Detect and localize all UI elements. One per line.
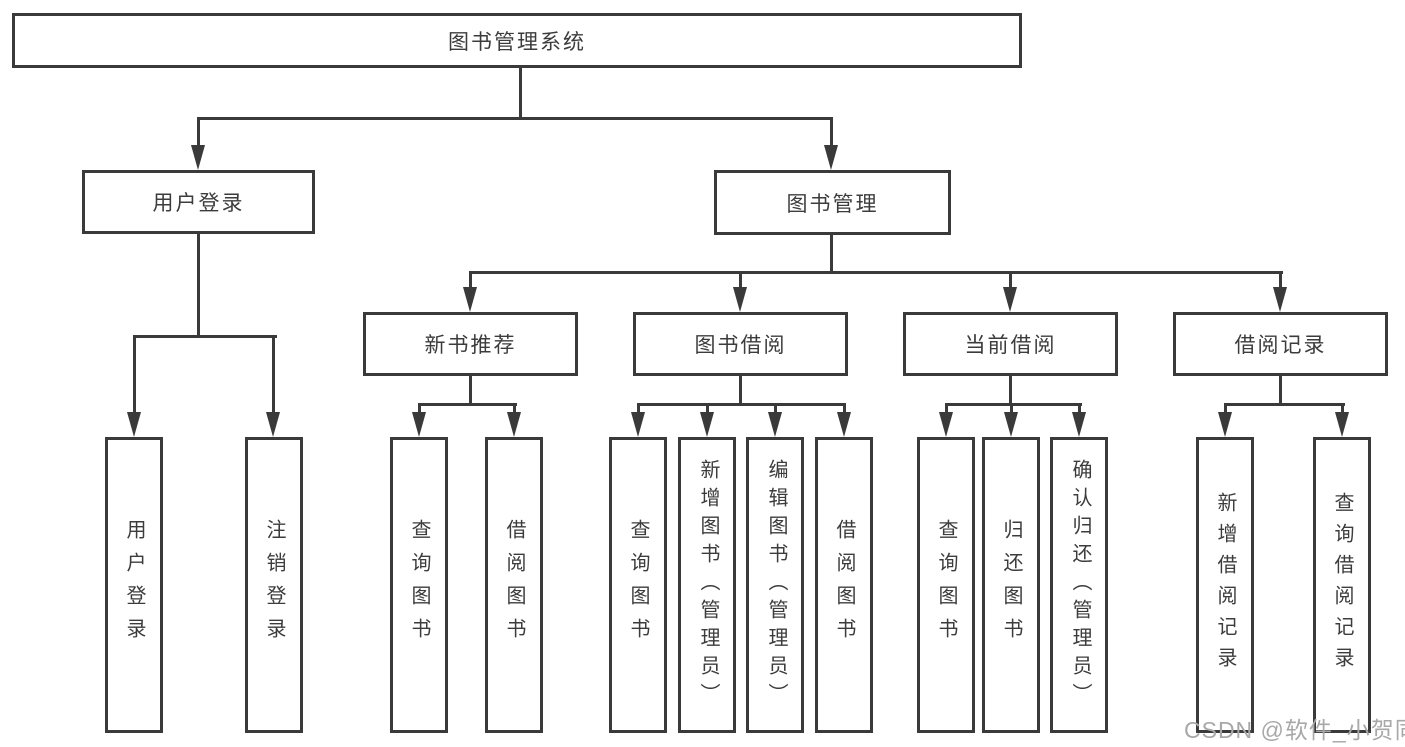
connector-arrowhead: [463, 287, 477, 312]
connector-line: [197, 117, 200, 148]
connector-line: [637, 403, 846, 406]
node-book-borrowing-label: 图书借阅: [694, 334, 787, 357]
leaf-confirm-return-admin: 确认归还（管理员）: [1050, 437, 1108, 733]
connector-arrowhead: [1072, 412, 1086, 437]
node-book-management-label: 图书管理: [786, 192, 879, 216]
connector-line: [1224, 403, 1345, 406]
connector-arrowhead: [1273, 287, 1287, 312]
connector-line: [1224, 403, 1227, 415]
connector-line: [739, 271, 742, 290]
node-user-login-label: 用户登录: [152, 192, 245, 215]
connector-arrowhead: [1003, 287, 1017, 312]
connector-line: [706, 403, 709, 415]
connector-line: [945, 403, 1082, 406]
connector-line: [272, 335, 275, 414]
node-library-system: 图书管理系统: [12, 13, 1022, 68]
connector-line: [1010, 403, 1013, 415]
leaf-edit-books-admin: 编辑图书（管理员）: [746, 437, 804, 733]
node-book-borrowing: 图书借阅: [633, 312, 848, 376]
connector-line: [1009, 374, 1012, 405]
connector-line: [843, 403, 846, 415]
connector-arrowhead: [733, 287, 747, 312]
connector-line: [1009, 271, 1012, 290]
connector-line: [637, 403, 640, 415]
leaf-return-books: 归还图书: [982, 437, 1040, 733]
connector-line: [1279, 374, 1282, 405]
node-new-book-recommendation: 新书推荐: [363, 312, 578, 376]
connector-arrowhead: [824, 145, 838, 170]
leaf-add-books-admin: 新增图书（管理员）: [678, 437, 736, 733]
leaf-user-login: 用户登录: [105, 437, 163, 733]
connector-arrowhead: [412, 412, 426, 437]
leaf-query-books-recommend: 查询图书: [390, 437, 448, 733]
leaf-borrow-books: 借阅图书: [815, 437, 873, 733]
connector-line: [197, 232, 200, 337]
leaf-query-books-borrow: 查询图书: [609, 437, 667, 733]
connector-arrowhead: [1218, 412, 1232, 437]
connector-arrowhead: [700, 412, 714, 437]
connector-line: [418, 403, 421, 415]
connector-arrowhead: [127, 412, 141, 437]
connector-arrowhead: [266, 412, 280, 437]
connector-line: [197, 117, 833, 120]
connector-line: [133, 335, 277, 338]
connector-line: [1078, 403, 1081, 415]
connector-arrowhead: [631, 412, 645, 437]
connector-line: [945, 403, 948, 415]
leaf-query-books-current: 查询图书: [917, 437, 975, 733]
connector-arrowhead: [1335, 412, 1349, 437]
connector-line: [830, 117, 833, 148]
node-new-book-recommendation-label: 新书推荐: [424, 334, 517, 357]
leaf-logout: 注销登录: [245, 437, 303, 733]
connector-line: [418, 403, 517, 406]
node-current-borrowing: 当前借阅: [903, 312, 1118, 376]
connector-arrowhead: [1004, 412, 1018, 437]
connector-line: [739, 374, 742, 405]
node-library-system-label: 图书管理系统: [448, 30, 586, 54]
connector-arrowhead: [939, 412, 953, 437]
node-borrowing-records: 借阅记录: [1173, 312, 1388, 376]
node-user-login: 用户登录: [82, 170, 315, 234]
connector-line: [774, 403, 777, 415]
connector-arrowhead: [507, 412, 521, 437]
connector-line: [469, 271, 1283, 274]
leaf-query-borrow-record: 查询借阅记录: [1313, 437, 1371, 733]
connector-line: [519, 66, 522, 120]
connector-line: [830, 233, 833, 274]
watermark-text: CSDN @软件_小贺同学: [1184, 717, 1405, 743]
connector-arrowhead: [191, 145, 205, 170]
leaf-add-borrow-record: 新增借阅记录: [1196, 437, 1254, 733]
connector-line: [469, 271, 472, 290]
node-book-management: 图书管理: [714, 170, 951, 235]
connector-arrowhead: [768, 412, 782, 437]
connector-line: [1341, 403, 1344, 415]
node-current-borrowing-label: 当前借阅: [964, 334, 1057, 357]
connector-line: [513, 403, 516, 415]
connector-arrowhead: [837, 412, 851, 437]
connector-line: [1279, 271, 1282, 290]
connector-line: [133, 335, 136, 414]
node-borrowing-records-label: 借阅记录: [1234, 334, 1327, 357]
connector-line: [469, 374, 472, 405]
leaf-borrow-books-recommend: 借阅图书: [485, 437, 543, 733]
